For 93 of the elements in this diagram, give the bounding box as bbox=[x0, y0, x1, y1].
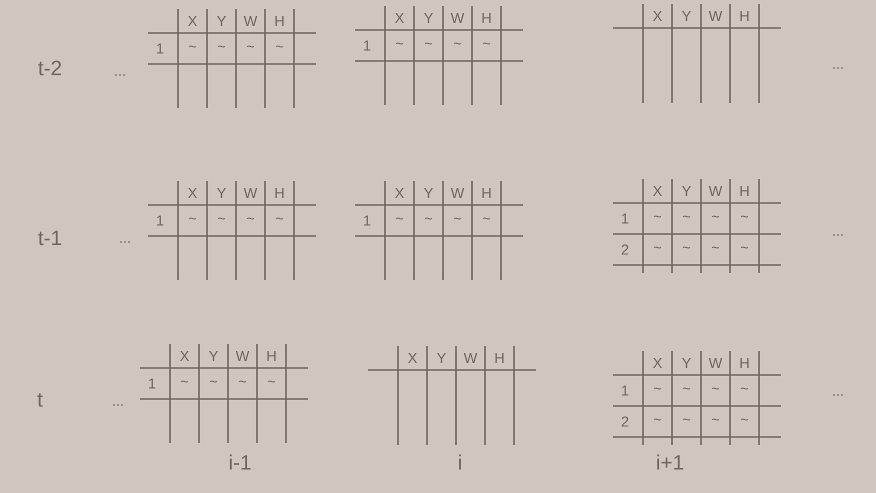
column-header: Y bbox=[217, 188, 226, 198]
cell-value: ~ bbox=[712, 246, 720, 248]
column-header: Y bbox=[424, 13, 433, 23]
column-header: Y bbox=[424, 188, 433, 198]
column-header: H bbox=[275, 188, 284, 198]
column-header: H bbox=[267, 351, 276, 361]
column-header: X bbox=[653, 11, 662, 21]
cell-value: ~ bbox=[740, 418, 748, 420]
cell-value: ~ bbox=[396, 42, 404, 44]
column-header: H bbox=[740, 11, 749, 21]
cell-value: ~ bbox=[276, 46, 284, 48]
column-header: X bbox=[180, 351, 189, 361]
column-header: H bbox=[495, 353, 504, 363]
cell-value: ~ bbox=[424, 42, 432, 44]
column-header: X bbox=[653, 186, 662, 196]
column-header: W bbox=[464, 353, 478, 363]
ellipsis: ... bbox=[833, 234, 843, 236]
cell-value: ~ bbox=[180, 380, 188, 382]
column-header: Y bbox=[682, 358, 691, 368]
row-label: t bbox=[37, 393, 43, 407]
row-number: 1 bbox=[622, 386, 628, 396]
cell-value: ~ bbox=[654, 418, 662, 420]
cell-value: ~ bbox=[424, 218, 432, 220]
cell-value: ~ bbox=[682, 388, 690, 390]
column-header: Y bbox=[682, 186, 691, 196]
column-header: W bbox=[450, 188, 464, 198]
cell-value: ~ bbox=[238, 380, 246, 382]
cell-value: ~ bbox=[268, 380, 276, 382]
column-header: X bbox=[188, 16, 197, 26]
column-header: H bbox=[740, 358, 749, 368]
column-label: i+1 bbox=[657, 454, 684, 470]
row-number: 1 bbox=[149, 378, 156, 388]
column-header: X bbox=[408, 353, 417, 363]
row-number: 2 bbox=[622, 244, 628, 255]
row-number: 1 bbox=[157, 44, 164, 54]
row-label: t-2 bbox=[38, 60, 62, 76]
column-header: W bbox=[450, 13, 464, 23]
cell-value: ~ bbox=[210, 380, 218, 382]
cell-value: ~ bbox=[654, 388, 662, 390]
column-label: i bbox=[459, 454, 461, 470]
column-header: H bbox=[482, 188, 491, 198]
cell-value: ~ bbox=[712, 418, 720, 420]
cell-value: ~ bbox=[276, 218, 284, 220]
cell-value: ~ bbox=[682, 246, 690, 248]
cell-value: ~ bbox=[454, 218, 462, 220]
column-label: i-1 bbox=[230, 454, 250, 470]
column-header: X bbox=[395, 188, 404, 198]
row-number: 1 bbox=[364, 40, 370, 50]
column-header: Y bbox=[437, 353, 446, 363]
cell-value: ~ bbox=[740, 246, 748, 248]
cell-value: ~ bbox=[188, 46, 196, 48]
row-number: 1 bbox=[622, 214, 628, 224]
cell-value: ~ bbox=[740, 388, 748, 390]
cell-value: ~ bbox=[246, 218, 254, 220]
column-header: W bbox=[708, 358, 722, 368]
row-number: 1 bbox=[364, 216, 370, 226]
cell-value: ~ bbox=[482, 218, 490, 220]
cell-value: ~ bbox=[682, 418, 690, 420]
column-header: X bbox=[188, 188, 197, 198]
cell-value: ~ bbox=[454, 42, 462, 44]
ellipsis: ... bbox=[113, 404, 123, 406]
cell-value: ~ bbox=[682, 216, 690, 218]
cell-value: ~ bbox=[218, 46, 226, 48]
row-number: 2 bbox=[622, 416, 628, 427]
column-header: X bbox=[653, 358, 662, 368]
column-header: H bbox=[740, 186, 749, 196]
cell-value: ~ bbox=[654, 246, 662, 248]
column-header: Y bbox=[682, 11, 691, 21]
ellipsis: ... bbox=[833, 67, 843, 69]
cell-value: ~ bbox=[218, 218, 226, 220]
column-header: Y bbox=[209, 351, 218, 361]
row-number: 1 bbox=[157, 216, 164, 226]
ellipsis: ... bbox=[115, 74, 125, 76]
column-header: W bbox=[708, 186, 722, 196]
cell-value: ~ bbox=[712, 388, 720, 390]
cell-value: ~ bbox=[740, 216, 748, 218]
row-label: t-1 bbox=[38, 230, 62, 246]
column-header: W bbox=[244, 188, 258, 198]
cell-value: ~ bbox=[246, 46, 254, 48]
ellipsis: ... bbox=[120, 241, 130, 243]
cell-value: ~ bbox=[712, 216, 720, 218]
column-header: H bbox=[275, 16, 284, 26]
column-header: W bbox=[236, 351, 250, 361]
cell-value: ~ bbox=[188, 218, 196, 220]
column-header: X bbox=[395, 13, 404, 23]
cell-value: ~ bbox=[482, 42, 490, 44]
column-header: W bbox=[244, 16, 258, 26]
ellipsis: ... bbox=[833, 394, 843, 396]
column-header: H bbox=[482, 13, 491, 23]
cell-value: ~ bbox=[396, 218, 404, 220]
column-header: W bbox=[708, 11, 722, 21]
column-header: Y bbox=[217, 16, 226, 26]
cell-value: ~ bbox=[654, 216, 662, 218]
